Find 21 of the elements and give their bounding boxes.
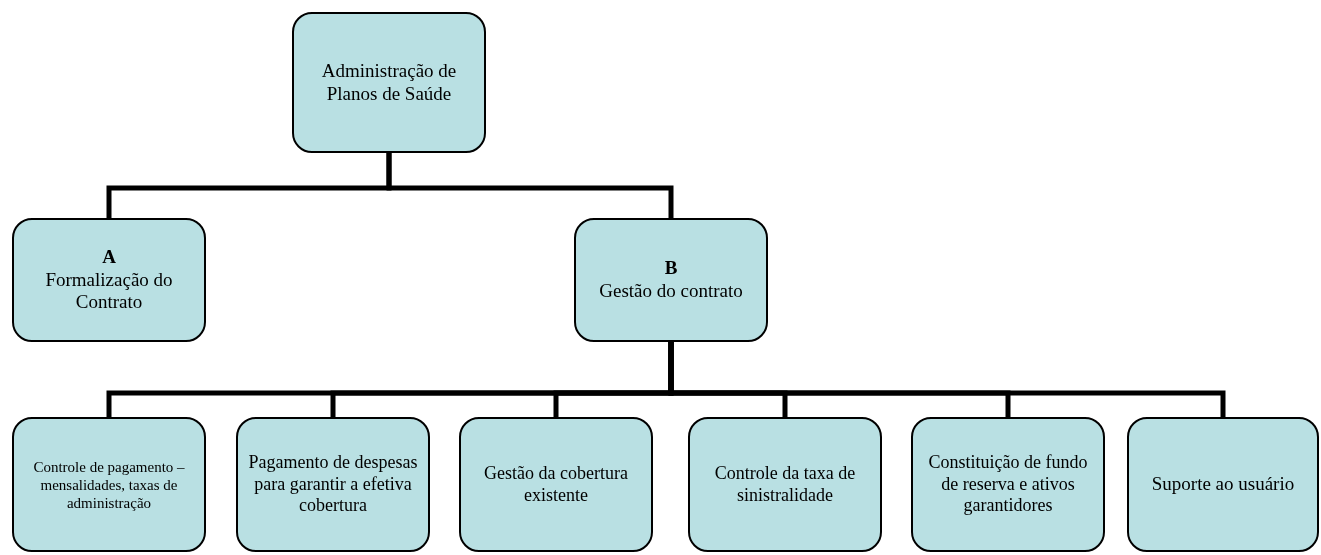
box-label: Formalização do Contrato [44, 268, 174, 315]
rounded-box [574, 218, 768, 342]
rounded-box [1127, 417, 1319, 552]
box-label: Pagamento de despesas para garantir a efetiva cobertura [247, 452, 419, 517]
box-label: Gestão da cobertura existente [483, 462, 629, 507]
box-label: Controle de pagamento – mensalidades, taxas de administração [32, 457, 186, 512]
box-label: Suporte ao usuário [1151, 473, 1295, 496]
rounded-box [688, 417, 882, 552]
rounded-box [12, 218, 206, 342]
rounded-box [459, 417, 653, 552]
box-heading: A [102, 245, 116, 269]
box-heading: B [664, 257, 678, 280]
box-label: Constituição de fundo de reserva e ativos garantidores [927, 452, 1089, 517]
rounded-box [236, 417, 430, 552]
rounded-box [12, 417, 206, 552]
rounded-box [911, 417, 1105, 552]
connector-line [386, 153, 674, 218]
box-label: Gestão do contrato [599, 280, 743, 303]
box-label: Administração de Planos de Saúde [320, 59, 458, 106]
box-label: Controle da taxa de sinistralidade [713, 462, 857, 507]
rounded-box [292, 12, 486, 153]
